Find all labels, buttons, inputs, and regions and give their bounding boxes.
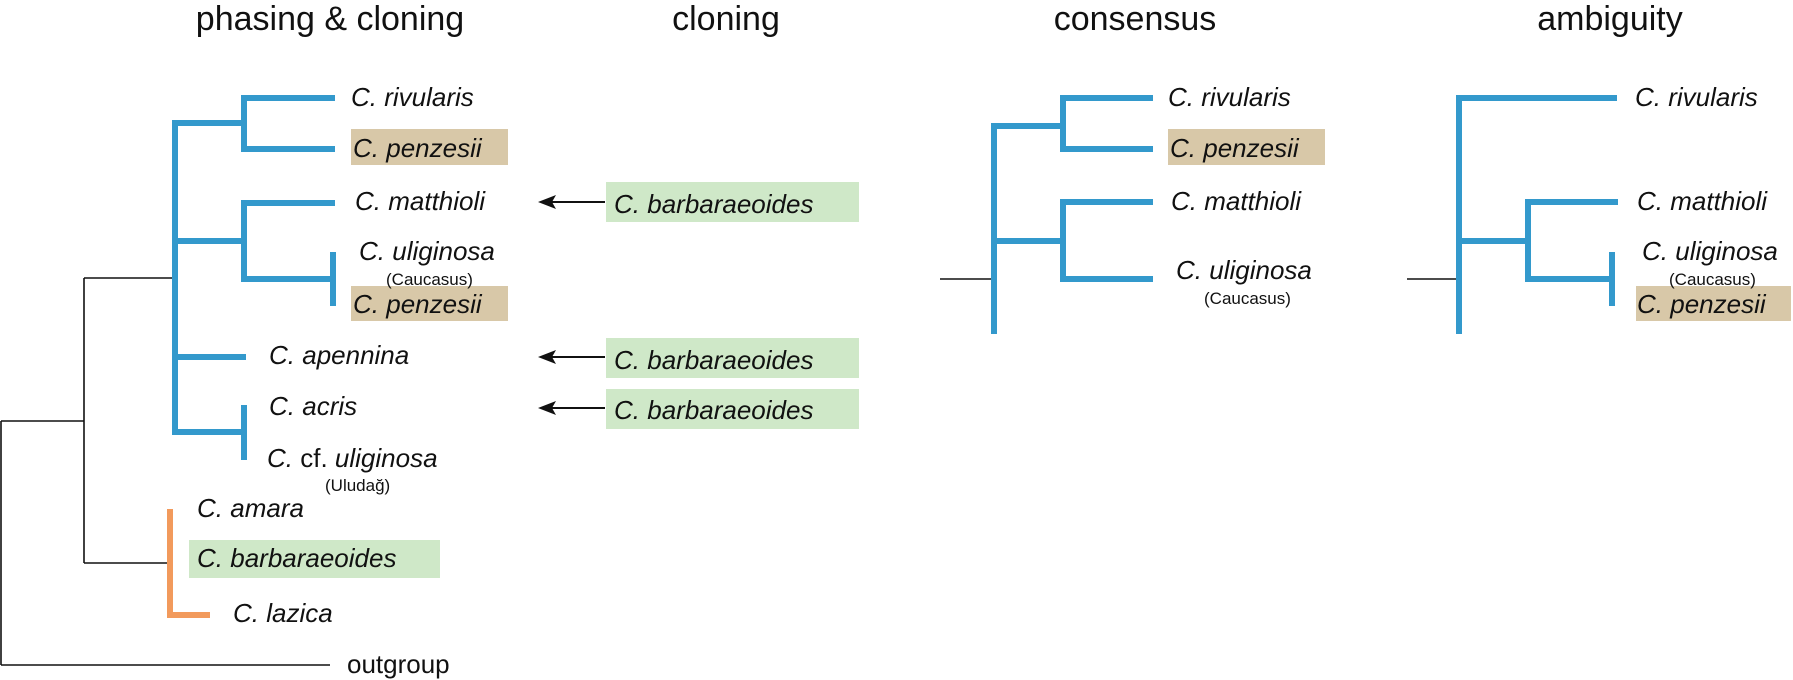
arrow-to-apennina bbox=[538, 350, 605, 364]
ambiguity-highlight-penzesii bbox=[1636, 286, 1791, 321]
ambiguity-tip-uliginosa-locality: (Caucasus) bbox=[1669, 270, 1756, 289]
consensus-highlight-penzesii bbox=[1168, 129, 1325, 165]
ambiguity-tip-penzesii: C. penzesii bbox=[1637, 289, 1767, 319]
ambiguity-tip-uliginosa: C. uliginosa bbox=[1642, 236, 1778, 266]
ambiguity-tip-rivularis: C. rivularis bbox=[1635, 82, 1758, 112]
tree1-blue-clade bbox=[172, 95, 336, 460]
tip-amara: C. amara bbox=[197, 493, 304, 523]
tip-rivularis: C. rivularis bbox=[351, 82, 474, 112]
consensus-tree: C. rivularis C. penzesii C. matthioli C.… bbox=[940, 82, 1325, 334]
tip-cf-uliginosa: C. cf. uliginosa bbox=[267, 443, 438, 473]
tip-penzesii-1: C. penzesii bbox=[353, 133, 483, 163]
consensus-tip-uliginosa-locality: (Caucasus) bbox=[1204, 289, 1291, 308]
tip-uliginosa: C. uliginosa bbox=[359, 236, 495, 266]
tip-penzesii-2: C. penzesii bbox=[353, 289, 483, 319]
tip-uliginosa-locality: (Caucasus) bbox=[386, 270, 473, 289]
ambiguity-tree: C. rivularis C. matthioli C. uliginosa (… bbox=[1407, 82, 1791, 334]
ambiguity-tip-matthioli: C. matthioli bbox=[1637, 186, 1768, 216]
header-consensus: consensus bbox=[1054, 0, 1217, 38]
tip-cf-uliginosa-locality: (Uludağ) bbox=[325, 476, 390, 495]
tip-lazica: C. lazica bbox=[233, 598, 333, 628]
highlight-penzesii-2 bbox=[351, 286, 508, 321]
cloning-highlight-3 bbox=[606, 389, 859, 429]
highlight-barbaraeoides bbox=[189, 540, 440, 578]
tree1-backbone bbox=[0, 277, 330, 666]
header-ambiguity: ambiguity bbox=[1537, 0, 1683, 38]
header-phasing-cloning: phasing & cloning bbox=[196, 0, 464, 38]
consensus-tip-matthioli: C. matthioli bbox=[1171, 186, 1302, 216]
cloning-highlight-1 bbox=[606, 182, 859, 222]
cloning-barbaraeoides-3: C. barbaraeoides bbox=[614, 395, 813, 425]
consensus-tip-uliginosa: C. uliginosa bbox=[1176, 255, 1312, 285]
tip-acris: C. acris bbox=[269, 391, 357, 421]
tree1-orange-clade bbox=[167, 509, 210, 618]
cloning-barbaraeoides-2: C. barbaraeoides bbox=[614, 345, 813, 375]
tip-barbaraeoides: C. barbaraeoides bbox=[197, 543, 396, 573]
tip-matthioli: C. matthioli bbox=[355, 186, 486, 216]
arrow-to-acris bbox=[538, 401, 605, 415]
cloning-column: C. barbaraeoides C. barbaraeoides C. bar… bbox=[538, 182, 859, 429]
consensus-tip-penzesii: C. penzesii bbox=[1170, 133, 1300, 163]
header-cloning: cloning bbox=[672, 0, 780, 38]
highlight-penzesii-1 bbox=[351, 129, 508, 165]
consensus-tip-rivularis: C. rivularis bbox=[1168, 82, 1291, 112]
cloning-barbaraeoides-1: C. barbaraeoides bbox=[614, 189, 813, 219]
arrow-to-matthioli bbox=[538, 195, 605, 209]
tip-outgroup: outgroup bbox=[347, 649, 450, 679]
tip-apennina: C. apennina bbox=[269, 340, 409, 370]
cloning-highlight-2 bbox=[606, 338, 859, 378]
